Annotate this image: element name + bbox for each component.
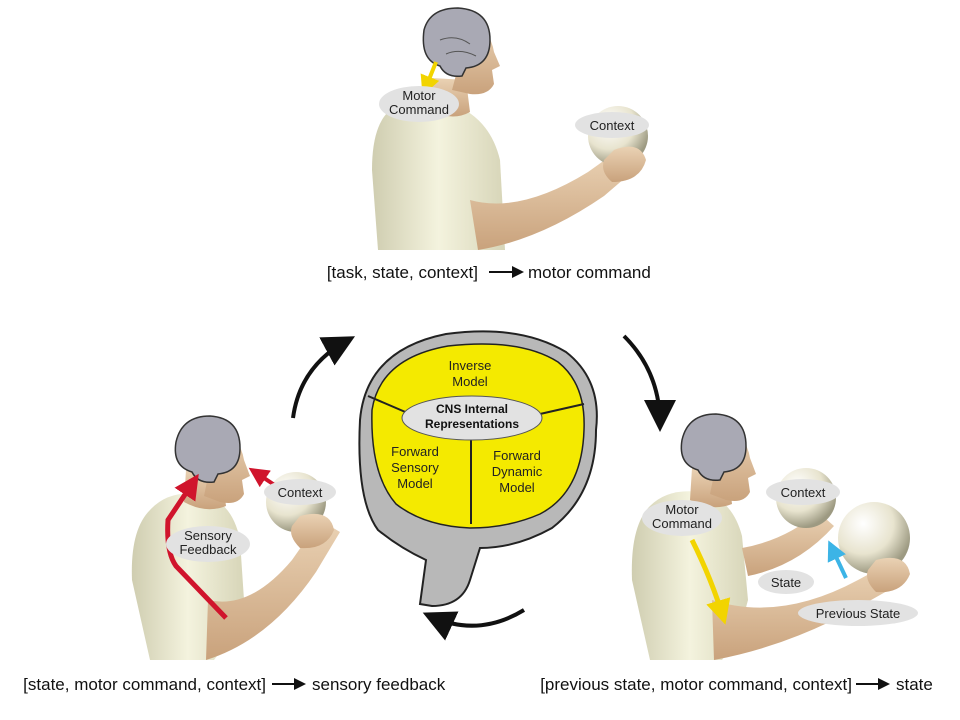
top-label-context: Context (575, 112, 649, 138)
left-label-sensory-feedback: Sensory Feedback (166, 526, 250, 562)
cycle-arrow-down-right (622, 334, 676, 432)
left-label-sensory-line2: Feedback (179, 542, 237, 557)
right-state-arrow (827, 540, 848, 579)
cycle-arrow-bottom (422, 608, 526, 641)
right-motor-command-arrow (689, 538, 731, 625)
left-context-arrow (248, 467, 278, 488)
cns-brain: CNS Internal Representations Inverse Mod… (358, 330, 598, 608)
top-figure-arm (470, 152, 632, 250)
cns-forward-sensory-line3: Model (397, 476, 433, 491)
top-figure-hand (603, 146, 646, 182)
cns-inverse-model-line1: Inverse (449, 358, 492, 373)
left-caption-left: [state, motor command, context] (23, 675, 266, 694)
left-figure-brain (174, 415, 241, 484)
cns-forward-dynamic-model: Forward Dynamic Model (492, 448, 543, 495)
right-label-motor-command-line2: Command (652, 516, 712, 531)
left-figure-hand (291, 513, 334, 549)
top-figure: Motor Command Context [task, state, cont… (327, 7, 651, 282)
right-caption-left: [previous state, motor command, context] (540, 675, 852, 694)
right-caption-right: state (896, 675, 933, 694)
right-figure-hand (867, 557, 910, 593)
left-label-context-text: Context (278, 485, 323, 500)
cns-forward-dynamic-line2: Dynamic (492, 464, 543, 479)
top-caption: [task, state, context] motor command (327, 263, 651, 282)
right-label-motor-command: Motor Command (642, 500, 722, 536)
right-figure: Context Motor Command State Previous Sta… (540, 413, 933, 694)
right-caption: [previous state, motor command, context]… (540, 675, 933, 694)
left-caption-right: sensory feedback (312, 675, 446, 694)
cns-inverse-model-line2: Model (452, 374, 488, 389)
top-figure-brain (422, 7, 491, 78)
top-caption-left: [task, state, context] (327, 263, 478, 282)
cns-forward-sensory-line2: Sensory (391, 460, 439, 475)
cns-center-line2: Representations (425, 417, 519, 431)
cycle-arrow-up-left (291, 336, 356, 419)
top-caption-right: motor command (528, 263, 651, 282)
cns-forward-sensory-line1: Forward (391, 444, 439, 459)
top-label-motor-command-line1: Motor (402, 88, 436, 103)
right-label-context: Context (766, 479, 840, 505)
left-label-context: Context (264, 479, 336, 505)
cns-forward-dynamic-line1: Forward (493, 448, 541, 463)
cns-forward-dynamic-line3: Model (499, 480, 535, 495)
cycle-arrows (291, 334, 676, 641)
top-label-context-text: Context (590, 118, 635, 133)
left-label-sensory-line1: Sensory (184, 528, 232, 543)
cns-center-label: CNS Internal Representations (401, 395, 543, 441)
right-label-state-text: State (771, 575, 801, 590)
left-caption: [state, motor command, context] sensory … (23, 675, 446, 694)
right-label-motor-command-line1: Motor (665, 502, 699, 517)
cns-divider-right (539, 403, 585, 415)
right-figure-forearm-up (742, 512, 834, 576)
cns-divider-left (367, 395, 411, 415)
cns-inverse-model: Inverse Model (449, 358, 492, 389)
top-label-motor-command: Motor Command (379, 86, 459, 122)
cns-forward-sensory-model: Forward Sensory Model (391, 444, 439, 491)
top-figure-shirt (372, 101, 505, 250)
top-label-motor-command-line2: Command (389, 102, 449, 117)
left-figure: Context Sensory Feedback [state, motor c… (23, 415, 446, 694)
left-figure-arm (206, 520, 340, 660)
right-label-context-text: Context (781, 485, 826, 500)
right-figure-brain (680, 413, 747, 482)
right-label-previous-state-text: Previous State (816, 606, 901, 621)
right-label-state: State (758, 570, 814, 594)
right-figure-ball-previous (838, 502, 910, 574)
right-label-previous-state: Previous State (798, 600, 918, 626)
cns-center-line1: CNS Internal (436, 402, 508, 416)
